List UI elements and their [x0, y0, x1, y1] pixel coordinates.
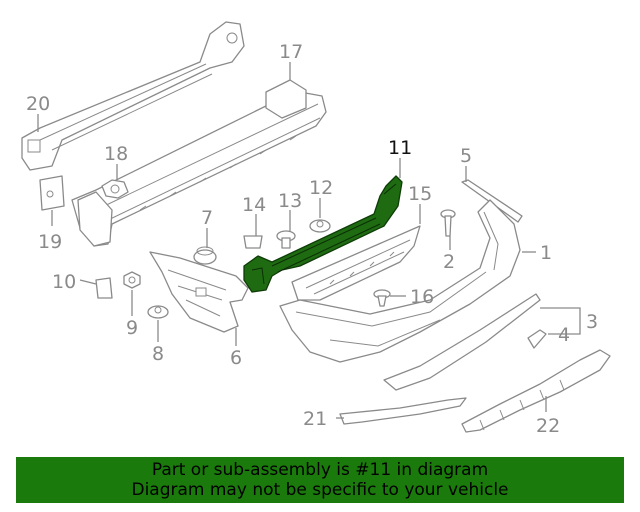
part-4-reflector	[527, 329, 547, 349]
part-7-mount	[193, 246, 217, 265]
part-3-lower-trim	[383, 293, 541, 391]
callout-17: 17	[279, 41, 303, 63]
callout-20: 20	[26, 93, 50, 115]
callout-7: 7	[201, 207, 213, 229]
part-9-nut	[123, 271, 141, 289]
part-17-carrier-beam	[71, 79, 327, 247]
callout-6: 6	[230, 347, 242, 369]
banner-line-2: Diagram may not be specific to your vehi…	[131, 480, 509, 500]
part-6-guide-bracket	[149, 251, 249, 333]
info-banner: Part or sub-assembly is #11 in diagram D…	[16, 457, 624, 503]
callout-10: 10	[52, 271, 76, 293]
part-15-absorber	[291, 225, 421, 301]
part-16-rivet	[373, 289, 391, 307]
callout-19: 19	[38, 231, 62, 253]
part-21-trim-strip	[339, 397, 467, 425]
callout-1: 1	[540, 242, 552, 264]
part-2-screw	[440, 209, 456, 237]
part-11-highlighted-bracket	[243, 175, 403, 293]
banner-line-1: Part or sub-assembly is #11 in diagram	[151, 460, 489, 480]
part-19-plate	[39, 175, 65, 211]
callout-2: 2	[443, 251, 455, 273]
part-8-nut	[147, 305, 169, 319]
part-18-nut	[101, 179, 129, 199]
callout-13: 13	[278, 190, 302, 212]
callout-12: 12	[309, 177, 333, 199]
callout-18: 18	[104, 143, 128, 165]
leader-lines	[37, 62, 581, 419]
part-1-bumper-cover	[279, 199, 521, 363]
callout-11: 11	[388, 137, 412, 159]
callout-4: 4	[558, 324, 570, 346]
part-14-fastener	[243, 235, 263, 249]
part-10-clip	[95, 277, 113, 299]
callout-16: 16	[410, 286, 434, 308]
callout-5: 5	[460, 145, 472, 167]
callout-9: 9	[126, 317, 138, 339]
callout-labels: 20 17 18 19 7 14 13 12 11 15 5 1 2 10 9 …	[26, 41, 598, 437]
callout-21: 21	[303, 408, 327, 430]
callout-14: 14	[242, 194, 266, 216]
callout-22: 22	[536, 415, 560, 437]
callout-3: 3	[586, 311, 598, 333]
callout-8: 8	[152, 343, 164, 365]
callout-15: 15	[408, 183, 432, 205]
part-12-fastener	[309, 219, 331, 233]
part-22-diffuser	[461, 349, 611, 433]
part-13-fastener	[276, 230, 296, 249]
part-20-bracket	[21, 21, 245, 171]
